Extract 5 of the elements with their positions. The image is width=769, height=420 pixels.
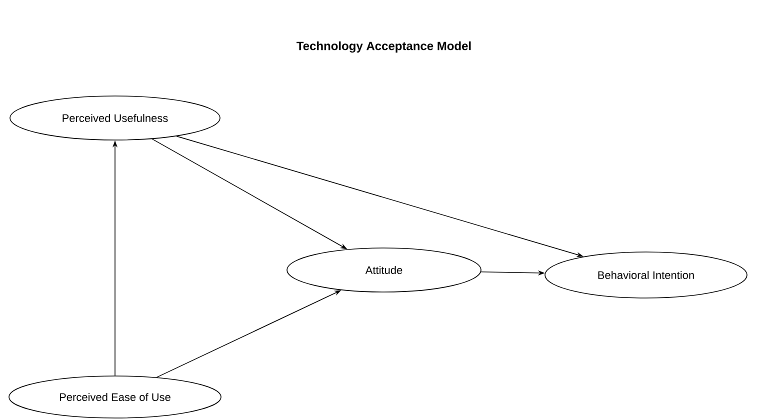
ellipse-node: Behavioral Intention [544, 252, 748, 298]
ellipse-node: Perceived Usefulness [10, 96, 220, 140]
ellipse-node: Perceived Ease of Use [8, 376, 222, 418]
title: Technology Acceptance Model [296, 41, 471, 53]
ellipse-node: Attitude [286, 248, 482, 292]
